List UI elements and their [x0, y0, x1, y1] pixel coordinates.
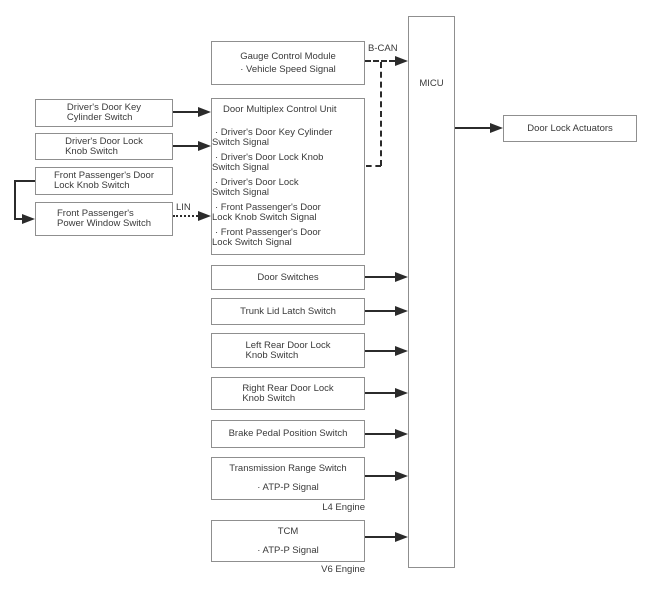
arrowhead-right-icon [395, 56, 408, 66]
arrowhead-right-icon [198, 211, 211, 221]
box-door-switches: Door Switches [211, 265, 365, 290]
arrowhead-right-icon [198, 141, 211, 151]
box-label: Driver's Door Key Cylinder Switch [66, 102, 142, 123]
label-bcan-bus: B-CAN [368, 43, 398, 54]
signal-item: · Front Passenger's Door Lock Switch Sig… [212, 227, 321, 248]
signal-atp-p: · ATP-P Signal [257, 544, 319, 556]
box-micu: MICU [408, 16, 455, 568]
note-v6-engine: V6 Engine [321, 564, 365, 575]
signal-atp-p: · ATP-P Signal [257, 482, 319, 493]
arrowhead-right-icon [395, 532, 408, 542]
signal-item: · Driver's Door Lock Switch Signal [212, 177, 299, 198]
box-front-passengers-door-lock-knob-switch: Front Passenger's Door Lock Knob Switch [35, 167, 173, 195]
arrowhead-right-icon [395, 471, 408, 481]
arrowhead-right-icon [490, 123, 503, 133]
arrowhead-right-icon [395, 429, 408, 439]
box-tcm: TCM · ATP-P Signal [211, 520, 365, 562]
box-front-passengers-power-window-switch: Front Passenger's Power Window Switch [35, 202, 173, 236]
box-transmission-range-switch: Transmission Range Switch · ATP-P Signal [211, 457, 365, 500]
arrowhead-right-icon [395, 388, 408, 398]
arrowhead-right-icon [22, 214, 35, 224]
box-label: Right Rear Door Lock Knob Switch [242, 382, 334, 404]
box-door-multiplex-control-unit: Door Multiplex Control Unit · Driver's D… [211, 98, 365, 255]
signal-item: · Driver's Door Lock Knob Switch Signal [212, 152, 324, 173]
box-label: Door Lock Actuators [527, 122, 613, 134]
box-label: Trunk Lid Latch Switch [240, 305, 336, 317]
arrowhead-right-icon [395, 272, 408, 282]
arrowhead-right-icon [395, 346, 408, 356]
box-label: Front Passenger's Power Window Switch [57, 208, 151, 229]
box-title: Transmission Range Switch [229, 463, 347, 474]
box-label: MICU [419, 78, 444, 89]
box-label: Door Switches [257, 271, 319, 283]
box-title: TCM [277, 525, 299, 537]
box-trunk-lid-latch-switch: Trunk Lid Latch Switch [211, 298, 365, 325]
box-door-lock-actuators: Door Lock Actuators [503, 115, 637, 142]
box-drivers-door-lock-knob-switch: Driver's Door Lock Knob Switch [35, 133, 173, 160]
box-drivers-door-key-cylinder-switch: Driver's Door Key Cylinder Switch [35, 99, 173, 127]
box-label: Brake Pedal Position Switch [228, 428, 348, 439]
arrowhead-right-icon [395, 306, 408, 316]
signal-item: · Driver's Door Key Cylinder Switch Sign… [212, 127, 333, 148]
box-label: Front Passenger's Door Lock Knob Switch [53, 170, 155, 191]
box-brake-pedal-position-switch: Brake Pedal Position Switch [211, 420, 365, 448]
box-left-rear-door-lock-knob-switch: Left Rear Door Lock Knob Switch [211, 333, 365, 368]
note-l4-engine: L4 Engine [322, 502, 365, 513]
box-title: Door Multiplex Control Unit [223, 104, 337, 115]
box-right-rear-door-lock-knob-switch: Right Rear Door Lock Knob Switch [211, 377, 365, 410]
label-lin-bus: LIN [176, 202, 191, 213]
signal-item: · Front Passenger's Door Lock Knob Switc… [212, 202, 321, 223]
box-label: Driver's Door Lock Knob Switch [65, 135, 143, 157]
box-gauge-control-module: Gauge Control Module · Vehicle Speed Sig… [211, 41, 365, 85]
arrowhead-right-icon [198, 107, 211, 117]
box-label: Left Rear Door Lock Knob Switch [245, 339, 331, 361]
signal-vehicle-speed: · Vehicle Speed Signal [240, 63, 336, 75]
box-title: Gauge Control Module [240, 50, 336, 62]
